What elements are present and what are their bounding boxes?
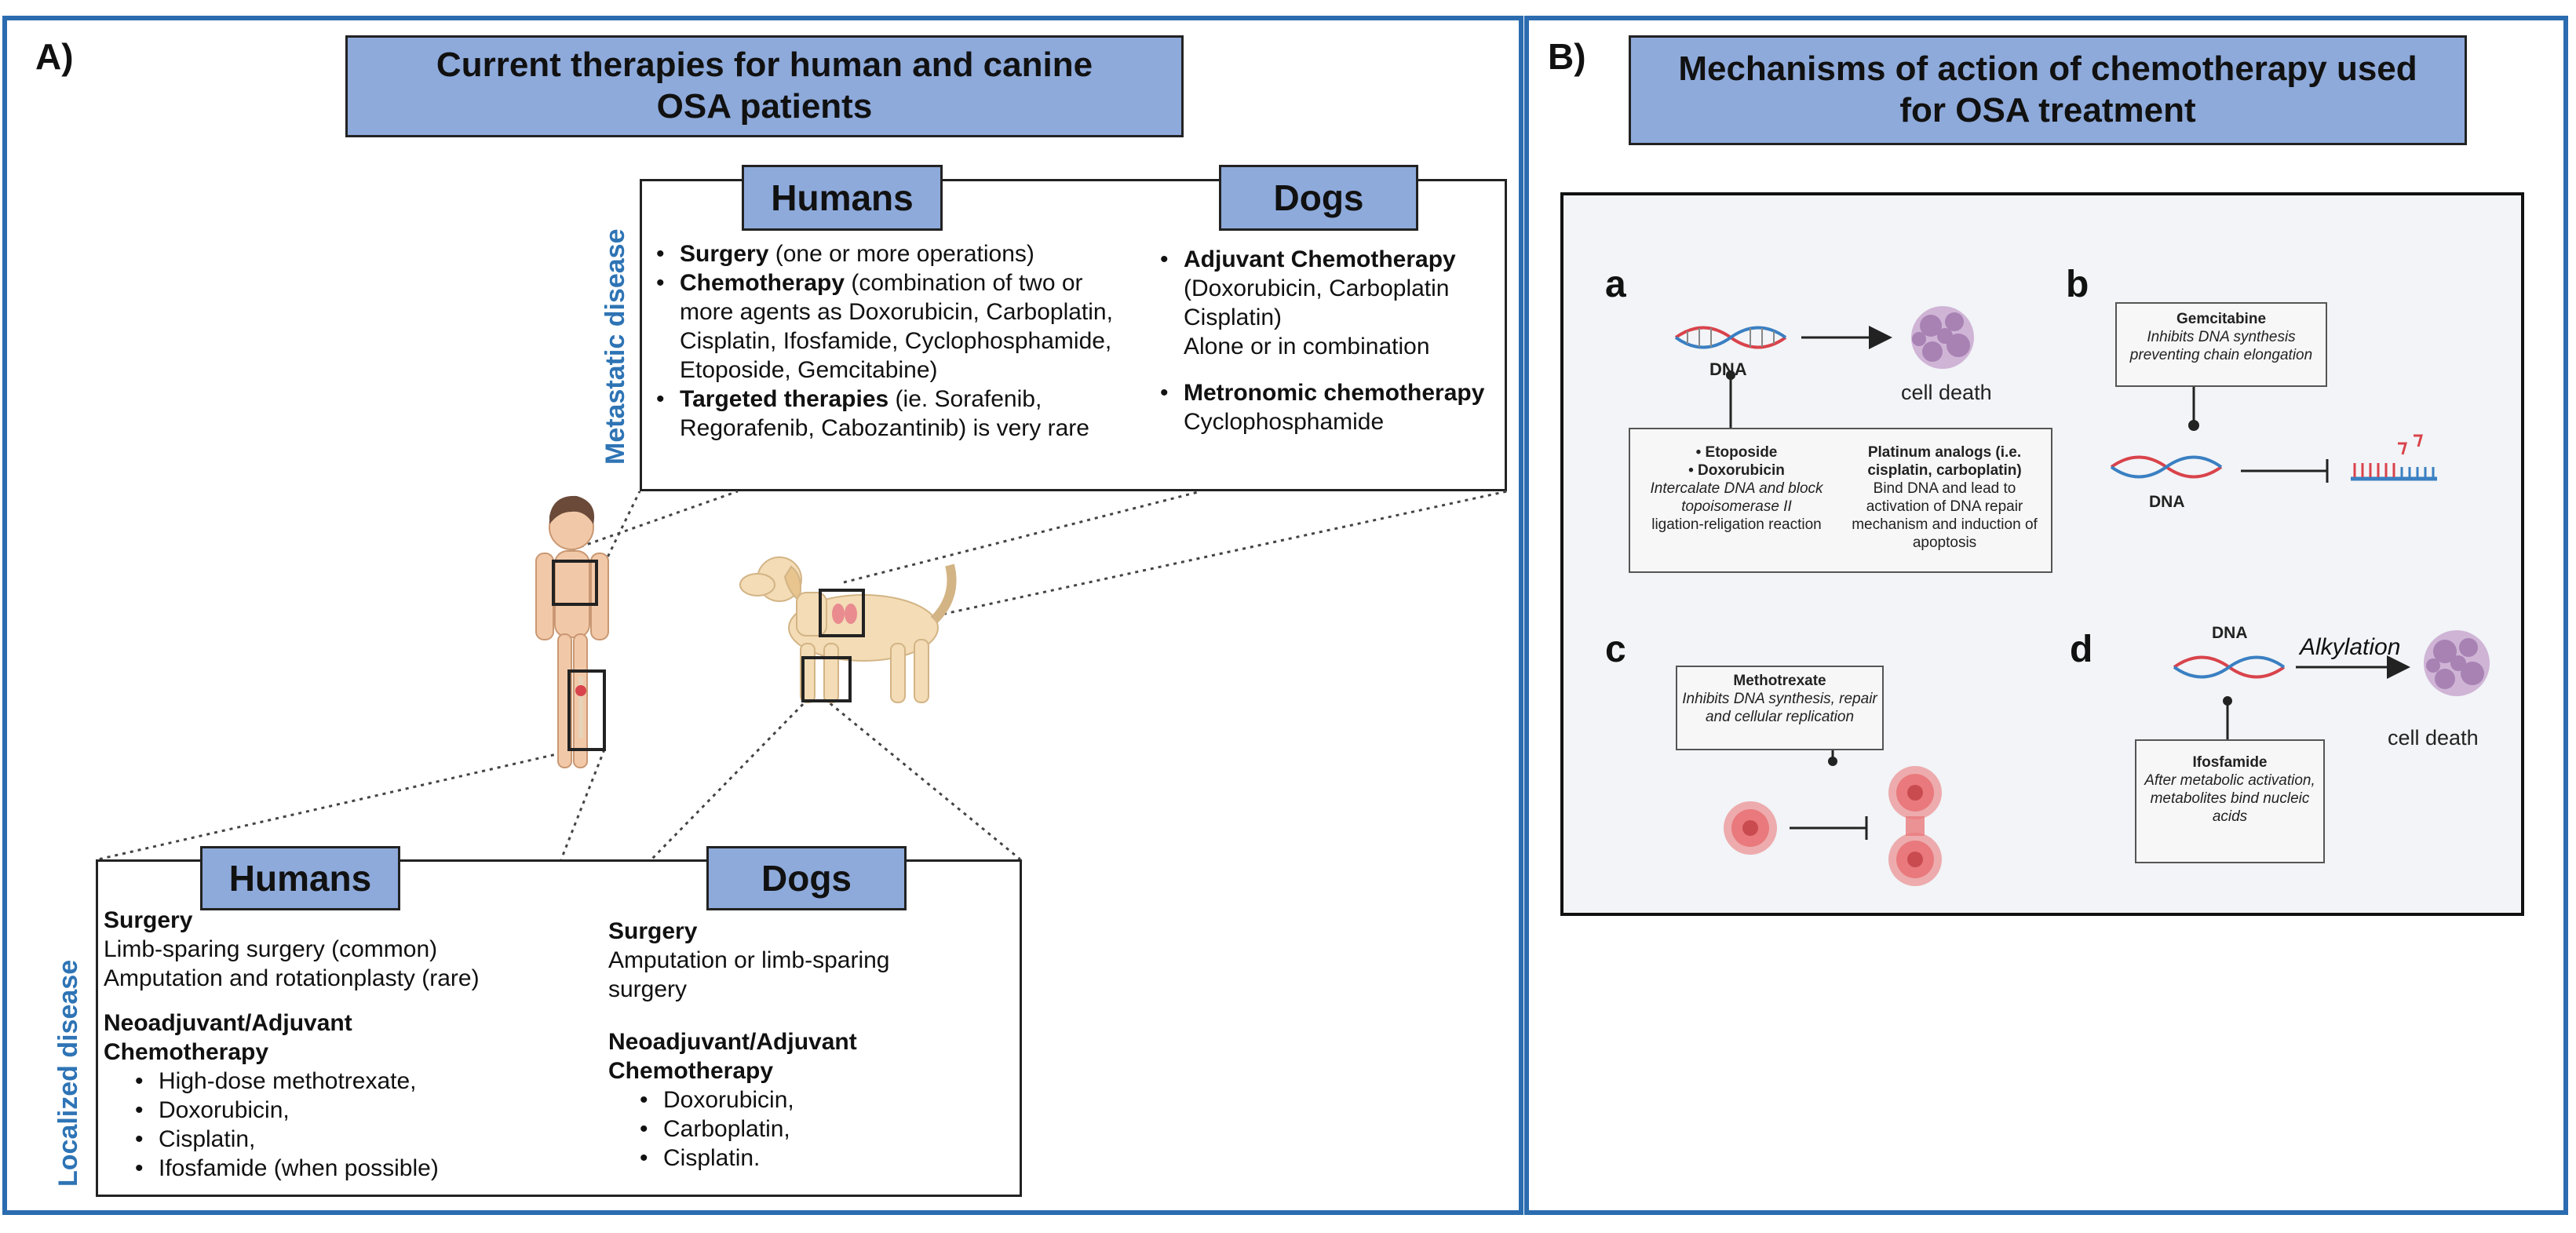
metastatic-dogs-label: Dogs bbox=[1219, 165, 1418, 231]
panel-b-title: Mechanisms of action of chemotherapy use… bbox=[1629, 35, 2467, 145]
list-item: Doxorubicin, bbox=[135, 1096, 606, 1125]
metastatic-humans-list: Surgery (one or more operations) Chemoth… bbox=[651, 239, 1130, 443]
surgery-line: Amputation or limb-sparing surgery bbox=[608, 947, 890, 1002]
mech-letter-b: b bbox=[2066, 264, 2089, 305]
mech-b-description: Gemcitabine Inhibits DNA synthesis preve… bbox=[2115, 302, 2327, 387]
cell-death-label-d: cell death bbox=[2388, 726, 2479, 750]
list-item: Targeted therapies (ie. Sorafenib, Regor… bbox=[656, 385, 1130, 443]
dog-lungs bbox=[832, 604, 857, 624]
surgery-line: Limb-sparing surgery (common) bbox=[104, 936, 438, 962]
child-figure bbox=[535, 495, 609, 768]
mech-letter-c: c bbox=[1605, 629, 1626, 670]
list-item: Cisplatin, bbox=[135, 1125, 606, 1154]
panel-a-illustration bbox=[97, 490, 1508, 861]
list-item: Surgery (one or more operations) bbox=[656, 239, 1130, 268]
panel-a-title: Current therapies for human and canine O… bbox=[345, 35, 1184, 137]
mech-letter-d: d bbox=[2070, 629, 2093, 670]
alkylation-label: Alkylation bbox=[2300, 634, 2401, 660]
list-item: Doxorubicin, bbox=[640, 1085, 1001, 1114]
dna-helix-a bbox=[1674, 326, 1787, 349]
list-item: Ifosfamide (when possible) bbox=[135, 1154, 606, 1183]
metastatic-dogs-list: Adjuvant Chemotherapy(Doxorubicin, Carbo… bbox=[1155, 245, 1501, 436]
chemo-heading: Neoadjuvant/Adjuvant Chemotherapy bbox=[104, 1010, 352, 1065]
chemo-heading: Neoadjuvant/Adjuvant Chemotherapy bbox=[608, 1029, 857, 1084]
dna-label-d: DNA bbox=[2212, 624, 2248, 642]
list-item: High-dose methotrexate, bbox=[135, 1067, 606, 1096]
child-leg-box bbox=[567, 669, 606, 751]
metastatic-humans-label: Humans bbox=[742, 165, 943, 231]
list-item: Adjuvant Chemotherapy(Doxorubicin, Carbo… bbox=[1160, 245, 1501, 361]
dog-leg-box bbox=[801, 656, 852, 702]
mech-a-description: • Etoposide • Doxorubicin Intercalate DN… bbox=[1629, 428, 2052, 573]
cell-c bbox=[1724, 801, 1777, 855]
list-item: Chemotherapy (combination of two or more… bbox=[656, 268, 1130, 385]
surgery-heading: Surgery bbox=[608, 918, 698, 944]
panel-a-letter: A) bbox=[35, 36, 74, 77]
list-item: Carboplatin, bbox=[640, 1114, 1001, 1144]
dividing-cell-c bbox=[1888, 766, 1942, 886]
localized-humans-content: Surgery Limb-sparing surgery (common) Am… bbox=[104, 906, 606, 1183]
dog-chest-box bbox=[819, 589, 865, 637]
mech-d-description: Ifosfamide After metabolic activation, m… bbox=[2135, 739, 2325, 863]
localized-dogs-label: Dogs bbox=[706, 846, 907, 910]
dead-cell-a bbox=[1911, 306, 1974, 369]
surgery-heading: Surgery bbox=[104, 907, 193, 933]
child-chest-box bbox=[552, 560, 598, 606]
dead-cell-d bbox=[2424, 630, 2490, 696]
panel-b-letter: B) bbox=[1548, 36, 1586, 77]
list-item: Cisplatin. bbox=[640, 1144, 1001, 1173]
mech-c-description: Methotrexate Inhibits DNA synthesis, rep… bbox=[1676, 666, 1884, 750]
dna-helix-d bbox=[2173, 655, 2286, 679]
cell-death-label-a: cell death bbox=[1901, 381, 1992, 404]
mech-letter-a: a bbox=[1605, 264, 1626, 305]
surgery-line: Amputation and rotationplasty (rare) bbox=[104, 965, 480, 991]
localized-humans-label: Humans bbox=[200, 846, 400, 910]
dna-label-b: DNA bbox=[2149, 493, 2185, 511]
localized-dogs-content: Surgery Amputation or limb-sparing surge… bbox=[608, 917, 1001, 1173]
dna-helix-b bbox=[2110, 455, 2223, 479]
truncated-dna-b bbox=[2351, 434, 2437, 481]
